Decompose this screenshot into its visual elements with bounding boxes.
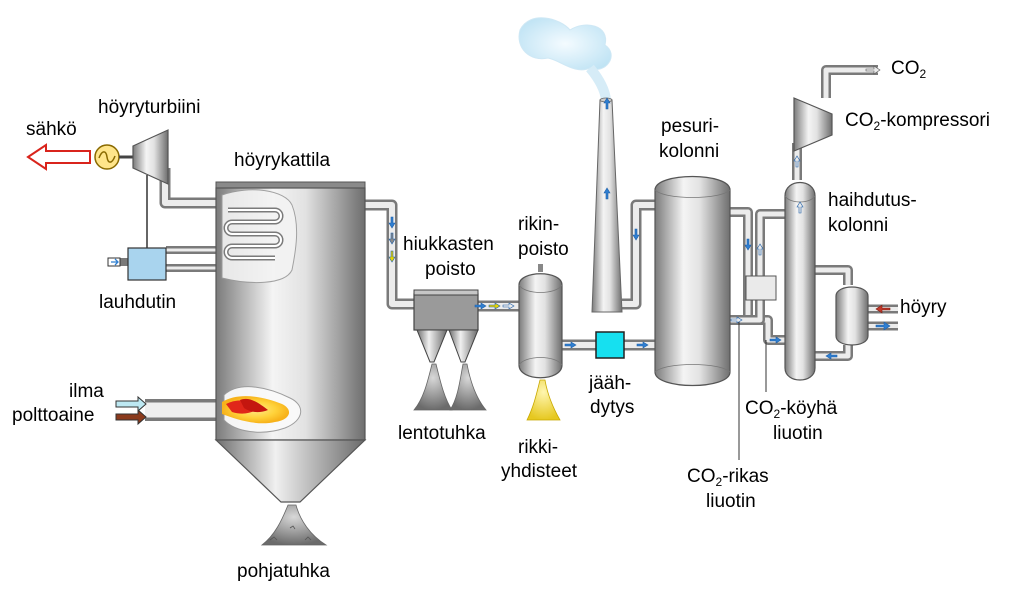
co2-compressor-icon	[793, 97, 833, 152]
label-lean-solvent-1: CO2-köyhä	[745, 398, 838, 421]
label-cooling-2: dytys	[590, 397, 635, 418]
label-air: ilma	[69, 381, 104, 402]
label-co2-product: CO2	[891, 58, 927, 81]
label-desulfurization-1: rikin-	[518, 214, 560, 235]
label-condenser: lauhdutin	[99, 292, 177, 313]
label-bottom-ash: pohjatuhka	[237, 561, 330, 582]
air-inlet-arrow-icon	[115, 395, 147, 413]
label-steam-turbine: höyryturbiini	[98, 97, 201, 118]
label-fly-ash: lentotuhka	[398, 423, 486, 444]
label-lean-solvent-2: liuotin	[773, 423, 823, 444]
generator-icon	[94, 144, 120, 170]
label-electricity: sähkö	[26, 119, 77, 140]
label-rich-solvent-1: CO2-rikas	[687, 466, 769, 489]
label-sulfur-compounds-1: rikki-	[518, 437, 559, 458]
label-stripper-1: haihdutus-	[828, 190, 917, 211]
bottom-ash-pile-icon	[260, 504, 328, 546]
desulfurization-vessel	[518, 264, 563, 379]
label-scrubber-2: kolonni	[659, 141, 720, 162]
condenser-icon	[107, 247, 167, 281]
steam-boiler	[214, 181, 367, 503]
label-steam: höyry	[900, 297, 947, 318]
reboiler-vessel	[835, 286, 869, 346]
particle-removal-unit	[413, 289, 479, 363]
label-fuel: polttoaine	[12, 405, 95, 426]
sulfur-compounds-pile-icon	[526, 379, 561, 421]
label-desulfurization-2: poisto	[518, 239, 569, 260]
label-stripper-2: kolonni	[828, 215, 889, 236]
steam-turbine-icon	[132, 129, 169, 185]
label-sulfur-compounds-2: yhdisteet	[501, 461, 578, 482]
solvent-heat-exchanger-icon	[745, 275, 777, 301]
label-steam-boiler: höyrykattila	[234, 150, 331, 171]
label-cooling-1: jääh-	[589, 373, 632, 394]
scrubber-column	[654, 176, 731, 386]
flow-arrows	[388, 65, 891, 360]
fuel-inlet-arrow-icon	[115, 408, 147, 426]
steam-plume	[518, 17, 612, 101]
label-rich-solvent-2: liuotin	[706, 491, 756, 512]
label-particle-removal-1: hiukkasten	[403, 234, 494, 255]
stripper-column	[784, 182, 816, 381]
fly-ash-pile-icon	[413, 363, 487, 411]
leader-lines	[738, 322, 767, 460]
chimney-stack	[591, 97, 623, 313]
label-co2-compressor: CO2-kompressori	[845, 110, 990, 133]
electricity-arrow-icon	[26, 143, 91, 171]
cooler-icon	[595, 331, 625, 359]
label-particle-removal-2: poisto	[425, 259, 476, 280]
flame-icon	[222, 396, 290, 424]
label-scrubber-1: pesuri-	[661, 116, 720, 137]
